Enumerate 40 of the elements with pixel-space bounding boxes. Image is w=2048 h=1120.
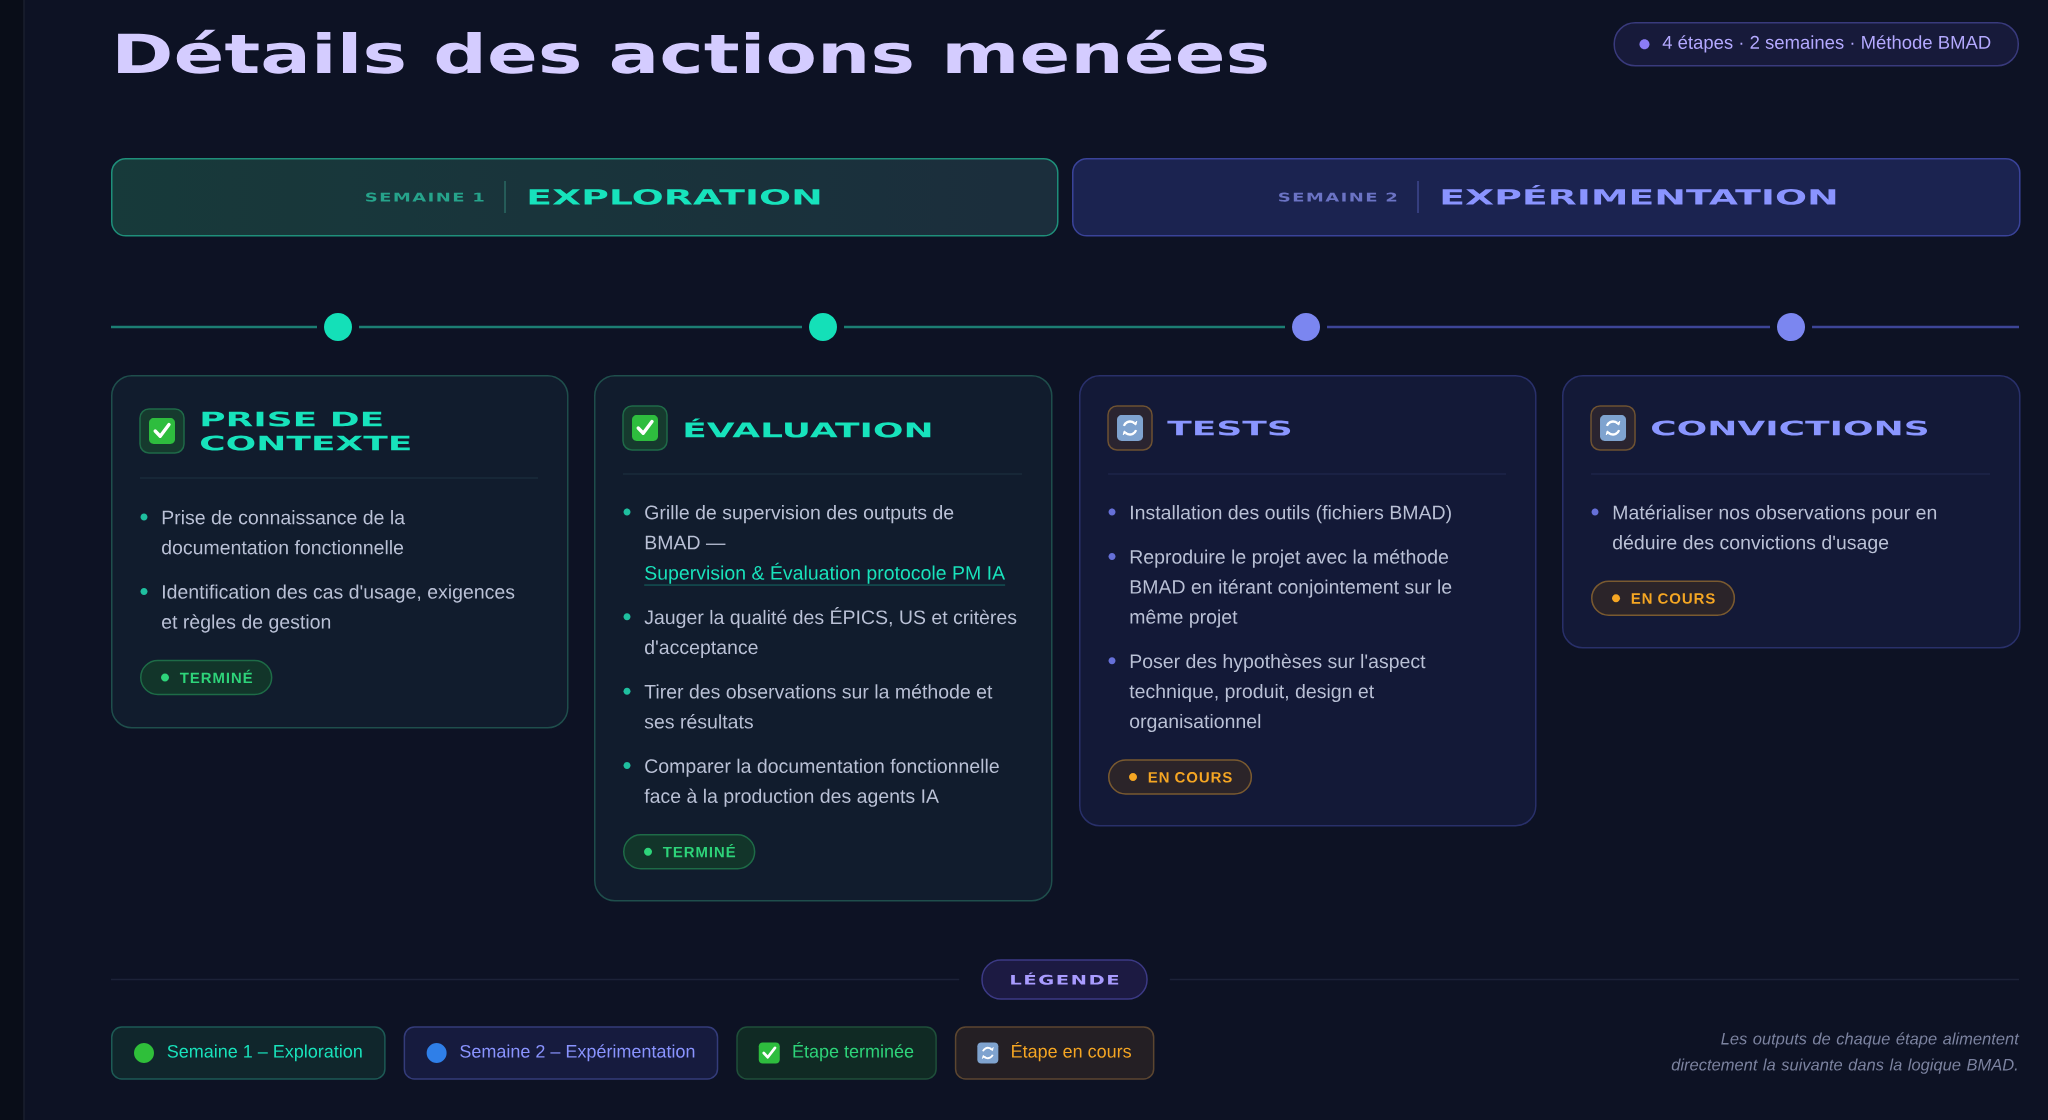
bullet-text: Matérialiser nos observations pour en déduire des convictions d'usage	[1613, 504, 1937, 554]
note-text: Les outputs de chaque étape alimentent directement la suivante dans la logique BMAD.	[1671, 1032, 2020, 1074]
timeline-dot	[809, 313, 837, 341]
legend-item: Étape terminée	[736, 1026, 937, 1080]
page-title: Détails des actions menées	[118, 29, 1267, 74]
bullet-text: Comparer la documentation fonctionnelle face à la production des agents IA	[644, 758, 999, 807]
phase-title: EXPLORATION	[529, 188, 820, 205]
legend-item: Semaine 2 – Expérimentation	[403, 1026, 719, 1080]
timeline-dot	[1777, 313, 1805, 341]
timeline-dot	[1292, 313, 1320, 341]
link: Supervision & Évaluation protocole PM IA	[644, 562, 1006, 586]
week-label: SEMAINE 1	[366, 192, 484, 202]
week-label: SEMAINE 2	[1279, 192, 1397, 202]
legend-heading: LÉGENDE	[981, 959, 1148, 1000]
status-badge: EN COURS	[1108, 759, 1253, 795]
bullet-text: Prise de connaissance de la documentation fonctionnelle	[162, 510, 406, 555]
bullet-text: Poser des hypothèses sur l'aspect technique, produit, design et organisationnel	[1129, 653, 1426, 733]
timeline-line	[844, 325, 1285, 329]
timeline-line	[1812, 325, 2019, 329]
bullet-text: Tirer des observations sur la méthode et ses résultats	[644, 684, 993, 729]
timeline-line	[111, 325, 317, 329]
status-badge: TERMINÉ	[623, 834, 756, 870]
status-badge: EN COURS	[1591, 580, 1736, 616]
bullet-text: Identification des cas d'usage, exigences et règles de gestion	[162, 584, 515, 633]
timeline-line	[359, 325, 802, 329]
card-heading: CONVICTIONS	[1652, 420, 1927, 436]
info-badge: 4 étapes · 2 semaines · Méthode BMAD	[1613, 22, 2019, 67]
card-heading: TESTS	[1167, 420, 1291, 436]
legend-item: Étape en cours	[954, 1026, 1155, 1080]
card-heading: PRISE DE CONTEXTE	[201, 411, 410, 451]
bullet-text: Grille de supervision des outputs de BMAD —	[645, 505, 954, 550]
status-badge: TERMINÉ	[140, 659, 273, 696]
phase-title: EXPÉRIMENTATION	[1442, 185, 1836, 205]
bullet-text: Jauger la qualité des ÉPICS, US et critères d'acceptance	[644, 607, 1017, 659]
timeline-line	[1327, 325, 1770, 329]
timeline-dot	[324, 313, 352, 341]
bullet-text: Installation des outils (fichiers BMAD)	[1131, 505, 1451, 524]
card-heading: ÉVALUATION	[685, 418, 931, 438]
legend-item: Semaine 1 – Exploration	[111, 1026, 386, 1080]
bullet-text: Reproduire le projet avec la méthode BMAD en itérant conjointement sur le même projet	[1130, 549, 1452, 628]
